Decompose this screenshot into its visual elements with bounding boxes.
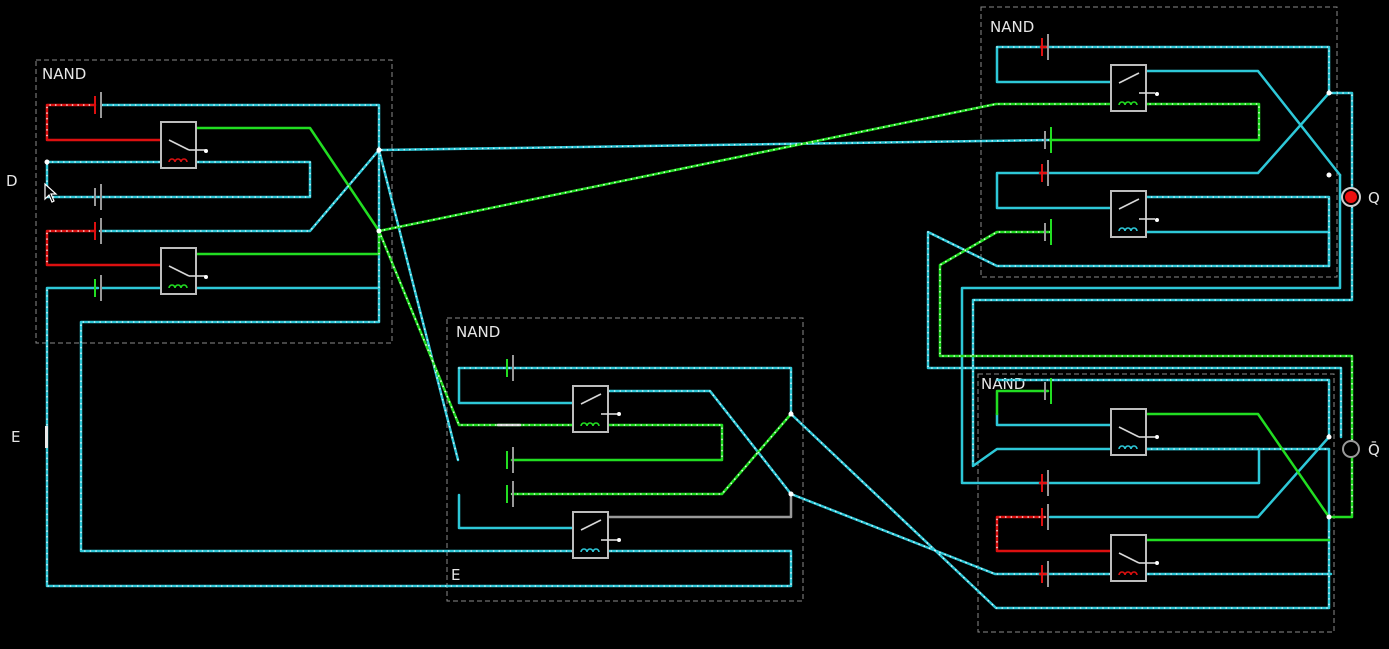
battery-icon[interactable] — [1044, 378, 1052, 404]
wire[interactable] — [607, 492, 793, 519]
wire[interactable] — [995, 91, 1331, 210]
relays — [160, 64, 1159, 582]
wire[interactable] — [457, 366, 793, 416]
wire[interactable] — [789, 412, 1331, 610]
wire[interactable] — [98, 148, 381, 233]
nand-gate-2-label: NAND — [456, 323, 500, 341]
input-d-label: D — [6, 172, 18, 190]
wire[interactable] — [995, 515, 1114, 553]
relay-icon[interactable] — [572, 511, 621, 559]
battery-icon[interactable] — [94, 184, 102, 210]
input-e[interactable]: E — [11, 426, 48, 448]
wire[interactable] — [377, 148, 460, 462]
relay-icon[interactable] — [160, 247, 208, 295]
output-qbar[interactable]: Q̄ — [1342, 440, 1380, 459]
wire[interactable] — [995, 412, 1114, 427]
wire[interactable] — [995, 45, 1331, 95]
wire[interactable] — [1048, 435, 1331, 519]
nand-gate-1-label: NAND — [42, 65, 86, 83]
battery-icon[interactable] — [1041, 160, 1049, 186]
output-qbar-label: Q̄ — [1368, 440, 1380, 459]
nand-gate-1[interactable]: NAND — [35, 59, 393, 344]
relay-icon[interactable] — [1110, 64, 1159, 112]
batteries — [94, 34, 1052, 587]
wire[interactable] — [377, 229, 724, 462]
battery-icon[interactable] — [506, 481, 514, 507]
wires-idle — [45, 45, 1354, 610]
wire[interactable] — [377, 138, 1052, 152]
wire[interactable] — [938, 230, 1354, 519]
relay-icon[interactable] — [1110, 408, 1159, 456]
relay-icon[interactable] — [1110, 534, 1159, 582]
wire[interactable] — [188, 126, 381, 233]
junctions — [44, 90, 1332, 520]
battery-icon[interactable] — [1041, 34, 1049, 60]
battery-icon[interactable] — [1041, 504, 1049, 530]
relay-icon[interactable] — [160, 121, 208, 169]
wire[interactable] — [100, 103, 381, 290]
nand-gate-2[interactable]: NAND — [446, 317, 804, 602]
input-e-switch[interactable] — [45, 426, 48, 448]
battery-icon[interactable] — [1041, 561, 1049, 587]
battery-icon[interactable] — [94, 275, 102, 301]
wire[interactable] — [457, 366, 575, 405]
output-q-lamp-on — [1345, 191, 1357, 203]
relay-icon[interactable] — [1110, 190, 1159, 238]
gate-input-e-label: E — [451, 566, 460, 584]
battery-icon[interactable] — [1044, 127, 1052, 153]
wire[interactable] — [457, 493, 575, 530]
battery-icon[interactable] — [1041, 470, 1049, 496]
wire[interactable] — [45, 286, 793, 588]
battery-icon[interactable] — [506, 355, 514, 381]
wire[interactable] — [45, 103, 164, 142]
nand-gate-4[interactable]: NAND — [977, 373, 1335, 633]
wire[interactable] — [1144, 230, 1331, 268]
mouse-cursor-icon — [44, 182, 58, 203]
output-q[interactable]: Q — [1341, 187, 1380, 207]
battery-icon[interactable] — [94, 218, 102, 244]
battery-icon[interactable] — [1044, 219, 1052, 245]
wire[interactable] — [1144, 69, 1342, 177]
wire[interactable] — [45, 229, 164, 267]
nand-gate-2-box — [446, 317, 804, 602]
input-d[interactable]: D — [6, 172, 18, 190]
battery-icon[interactable] — [506, 447, 514, 473]
battery-icon[interactable] — [94, 92, 102, 118]
wire[interactable] — [995, 389, 1050, 416]
wire[interactable] — [995, 378, 1331, 439]
output-lamp-icon — [1342, 440, 1360, 458]
wire[interactable] — [188, 229, 381, 256]
nand-gate-1-box — [35, 59, 393, 344]
current-dots — [46, 46, 1353, 609]
nand-gate-4-box — [977, 373, 1335, 633]
output-q-label: Q — [1368, 189, 1380, 207]
wire[interactable] — [1144, 412, 1331, 519]
relay-icon[interactable] — [572, 385, 621, 433]
input-e-label: E — [11, 428, 20, 446]
nand-gate-3-label: NAND — [990, 18, 1034, 36]
